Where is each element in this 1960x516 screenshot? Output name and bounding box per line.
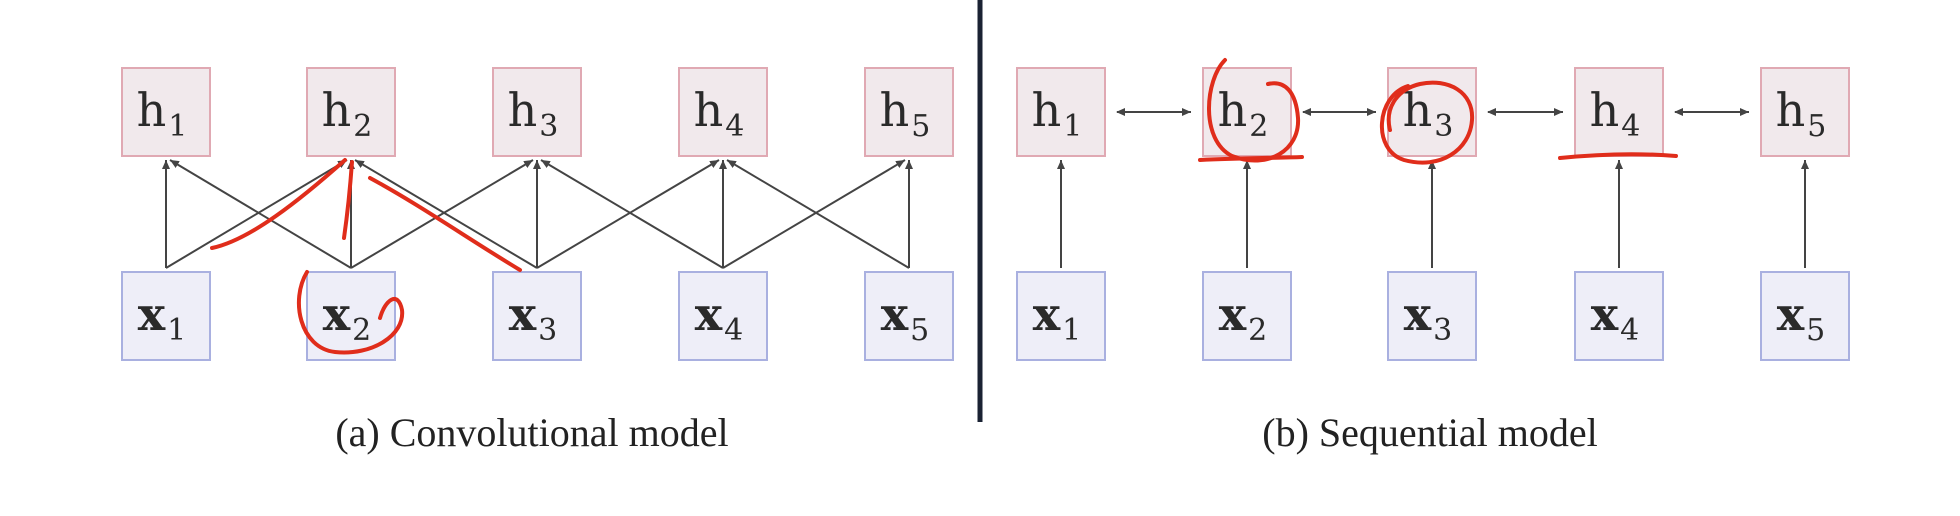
conv-arrow-x3-h2 [354, 159, 538, 269]
conv-arrow-x2-h1 [169, 159, 352, 269]
seq-input-label-4: x4 [1591, 287, 1640, 348]
seq-input-node-5: x5 [1760, 271, 1850, 361]
conv-input-label-4: x4 [695, 287, 744, 348]
conv-input-node-4: x4 [678, 271, 768, 361]
seq-hidden-node-1: h1 [1016, 67, 1106, 157]
conv-input-label-1: x1 [138, 287, 187, 348]
annotation-underline-h2 [1198, 155, 1304, 162]
seq-input-box-4 [1574, 271, 1664, 361]
annotation-layer [210, 58, 1678, 355]
caption-sequential: (b) Sequential model [1262, 410, 1597, 455]
seq-input-label-2: x2 [1219, 287, 1268, 348]
conv-input-box-3 [492, 271, 582, 361]
annotation-circle-h3 [1380, 80, 1475, 165]
conv-hidden-label-4: h4 [694, 83, 745, 144]
seq-input-box-5 [1760, 271, 1850, 361]
conv-hidden-node-5: h5 [864, 67, 954, 157]
conv-hidden-box-1 [121, 67, 211, 157]
seq-input-label-3: x3 [1404, 287, 1453, 348]
conv-arrow-x3-h4 [536, 159, 720, 269]
edges-layer [162, 108, 1809, 269]
conv-input-box-5 [864, 271, 954, 361]
annotation-stroke-x3-to-h2 [368, 176, 522, 272]
conv-hidden-box-5 [864, 67, 954, 157]
annotation-underline-h4 [1558, 152, 1678, 160]
seq-input-node-4: x4 [1574, 271, 1664, 361]
conv-hidden-label-2: h2 [322, 83, 373, 144]
seq-hidden-box-1 [1016, 67, 1106, 157]
conv-hidden-node-2: h2 [306, 67, 396, 157]
seq-hidden-box-4 [1574, 67, 1664, 157]
conv-hidden-label-5: h5 [880, 83, 931, 144]
seq-hidden-node-4: h4 [1574, 67, 1664, 157]
seq-hidden-label-2: h2 [1218, 83, 1269, 144]
conv-hidden-label-3: h3 [508, 83, 559, 144]
conv-input-node-3: x3 [492, 271, 582, 361]
annotation-circle-x2 [297, 270, 405, 355]
seq-hidden-label-5: h5 [1776, 83, 1827, 144]
conv-hidden-node-1: h1 [121, 67, 211, 157]
conv-input-node-5: x5 [864, 271, 954, 361]
seq-input-box-2 [1202, 271, 1292, 361]
seq-hidden-node-5: h5 [1760, 67, 1850, 157]
conv-arrow-x2-h3 [350, 159, 534, 269]
conv-input-label-5: x5 [881, 287, 930, 348]
conv-hidden-node-4: h4 [678, 67, 768, 157]
conv-arrow-x4-h3 [540, 159, 724, 269]
conv-hidden-label-1: h1 [137, 83, 188, 144]
conv-arrow-x5-h4 [726, 159, 910, 269]
seq-input-box-1 [1016, 271, 1106, 361]
seq-hidden-label-3: h3 [1403, 83, 1454, 144]
nodes-layer: h1 h2 h3 h4 h5 x1 x2 x3 x4 x5 h1 h2 h3 h4 h5 x1 x2 x3 x4 x5 [121, 67, 1850, 361]
seq-hidden-label-1: h1 [1032, 83, 1083, 144]
seq-hidden-label-4: h4 [1590, 83, 1641, 144]
seq-input-label-1: x1 [1033, 287, 1082, 348]
conv-hidden-box-2 [306, 67, 396, 157]
caption-convolutional: (a) Convolutional model [335, 410, 728, 455]
conv-arrow-x4-h5 [722, 159, 906, 269]
conv-input-label-3: x3 [509, 287, 558, 348]
annotation-stroke-x1-to-h2 [210, 158, 347, 250]
conv-input-box-4 [678, 271, 768, 361]
annotation-stroke-x2-to-h2 [342, 160, 354, 240]
seq-hidden-box-5 [1760, 67, 1850, 157]
seq-input-node-1: x1 [1016, 271, 1106, 361]
conv-hidden-box-4 [678, 67, 768, 157]
conv-hidden-box-3 [492, 67, 582, 157]
seq-input-node-2: x2 [1202, 271, 1292, 361]
conv-input-box-1 [121, 271, 211, 361]
conv-input-label-2: x2 [323, 287, 372, 348]
conv-hidden-node-3: h3 [492, 67, 582, 157]
seq-input-node-3: x3 [1387, 271, 1477, 361]
conv-arrow-x1-h2 [165, 159, 348, 269]
conv-input-node-1: x1 [121, 271, 211, 361]
seq-input-box-3 [1387, 271, 1477, 361]
seq-input-label-5: x5 [1777, 287, 1826, 348]
